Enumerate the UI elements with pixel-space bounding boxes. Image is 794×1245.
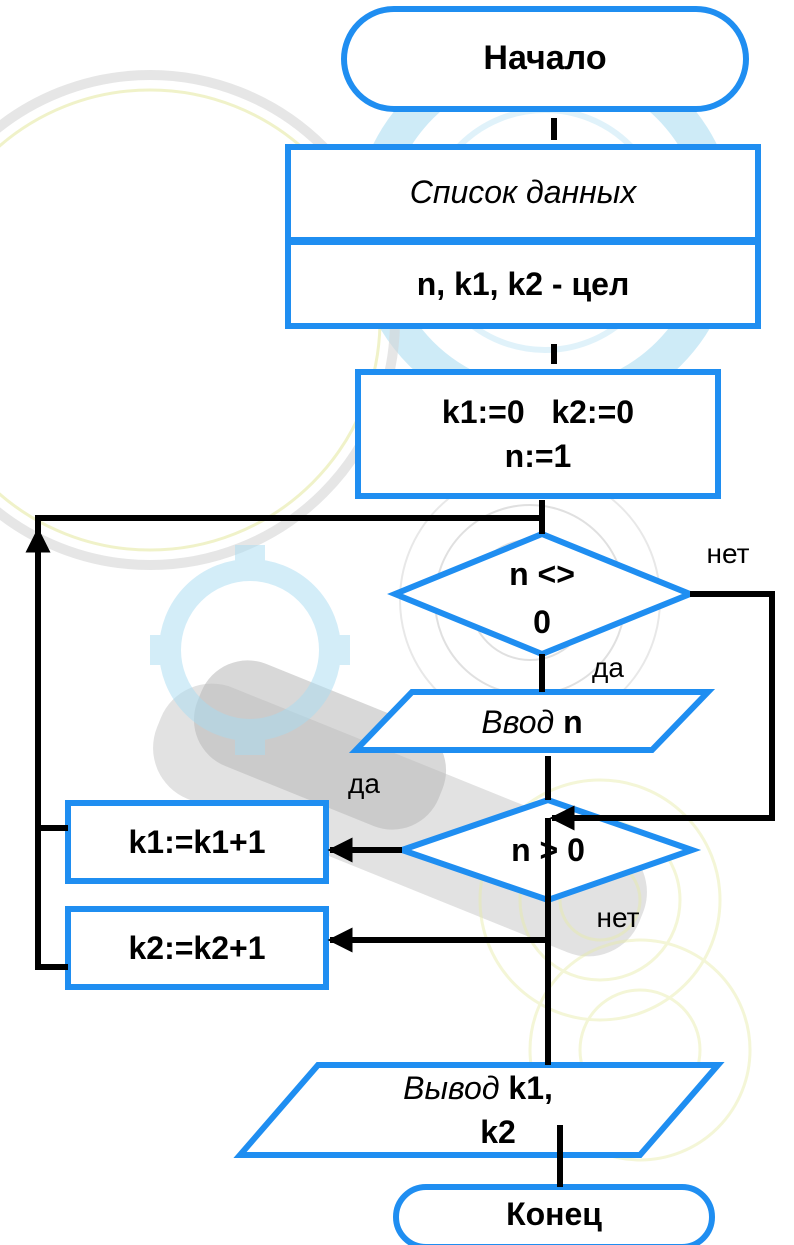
variables-block [285,239,761,329]
input-parallelogram [348,689,716,753]
input-label: Ввод n [356,704,708,741]
sign-condition-label: n > 0 [511,832,585,868]
loop-condition-line1: n <> [509,556,575,592]
variables-label: n, k1, k2 - цел [416,266,630,302]
inc-k1-block [65,800,329,884]
output-label-line2: k2 [480,1114,516,1150]
init-label-line2: n:=1 [504,438,572,474]
sign-yes-label: да [348,768,380,799]
line-loop-exit [610,591,775,821]
init-label-line1: k1:=0 k2:=0 [441,394,635,430]
loop-yes-label: да [592,652,624,683]
output-vars-line1: k1, [508,1070,553,1106]
end-label: Конец [506,1196,602,1232]
end-terminator [393,1184,715,1245]
inc-k1-label: k1:=k1+1 [128,824,266,860]
input-var: n [563,704,583,740]
start-terminator [341,6,749,112]
background-small-gear-icon [150,545,350,755]
inc-k2-label: k2:=k2+1 [128,930,266,966]
sign-no-label: нет [596,902,640,933]
inc-k2-block [65,906,329,990]
data-list-block [285,144,761,243]
output-label-line1: Вывод k1, [318,1070,638,1107]
output-keyword: Вывод [403,1070,500,1106]
start-label: Начало [483,39,607,77]
loop-condition-line2: 0 [533,604,551,640]
input-keyword: Ввод [481,704,555,740]
data-list-label: Список данных [409,174,637,210]
line-no-to-k2 [400,900,551,943]
loop-no-label: нет [706,538,750,569]
output-parallelogram [233,1062,725,1158]
init-block [355,369,721,499]
loop-back-from-k2 [35,828,68,970]
